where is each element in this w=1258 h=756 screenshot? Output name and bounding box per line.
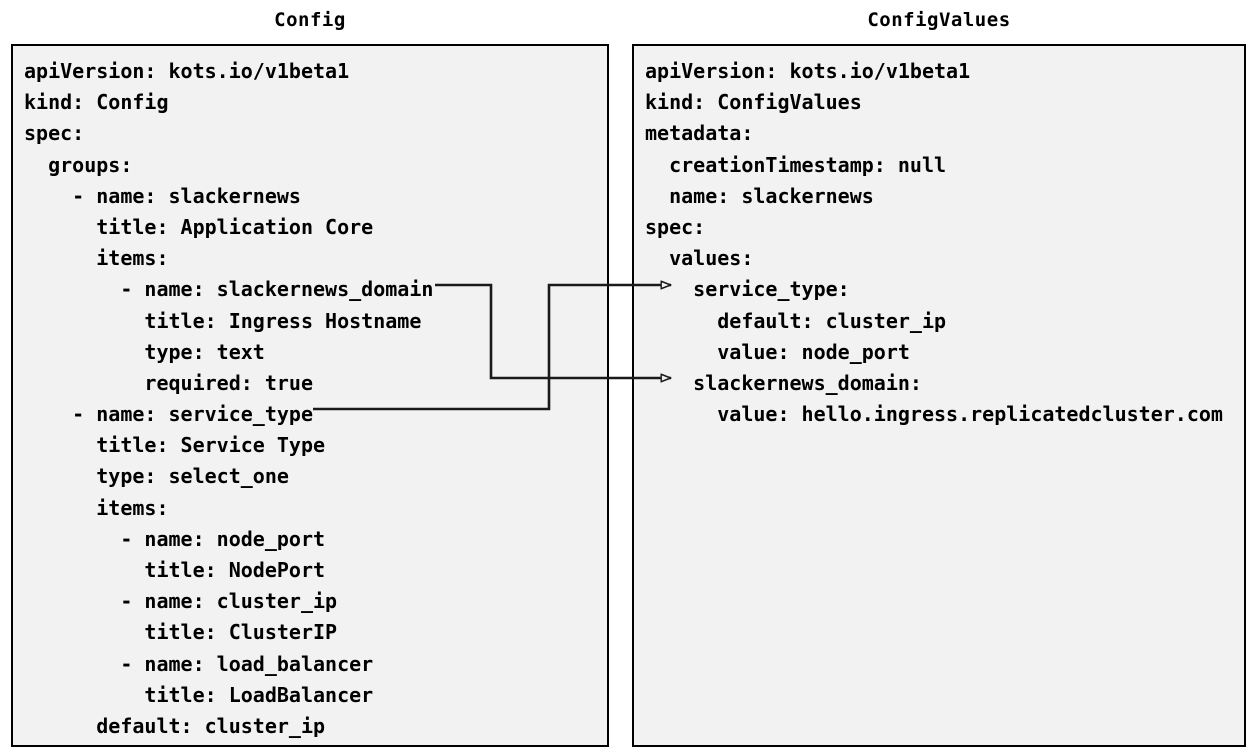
config-line-11: - name: service_type — [24, 402, 313, 427]
config-line-6: items: — [24, 246, 169, 271]
panel-title-config: Config — [274, 9, 346, 31]
config-yaml-panel: apiVersion: kots.io/v1beta1 kind: Config s… — [11, 44, 609, 747]
configvalues-line-11: value: hello.ingress.replicatedcluster.c… — [645, 402, 1223, 427]
configvalues-line-3: creationTimestamp: null — [645, 152, 947, 177]
config-line-9: type: text — [24, 339, 265, 364]
config-line-20: title: LoadBalancer — [24, 682, 374, 707]
configvalues-line-10: slackernews_domain: — [645, 370, 922, 395]
config-line-16: title: NodePort — [24, 558, 326, 582]
configvalues-line-5: spec: — [645, 214, 706, 239]
config-line-7: - name: slackernews_domain — [24, 277, 434, 302]
config-line-21: default: cluster_ip — [24, 713, 326, 738]
config-yaml-body: apiVersion: kots.io/v1beta1 kind: Config s… — [24, 56, 603, 742]
config-line-5: title: Application Core — [24, 214, 374, 239]
config-line-18: title: ClusterIP — [24, 620, 338, 645]
configvalues-line-2: metadata: — [645, 121, 754, 146]
panel-title-configvalues: ConfigValues — [867, 9, 1011, 31]
config-line-10: required: true — [24, 370, 313, 395]
config-line-0: apiVersion: kots.io/v1beta1 — [24, 59, 350, 83]
config-line-17: - name: cluster_ip — [24, 589, 338, 614]
config-line-4: - name: slackernews — [24, 183, 301, 208]
config-line-8: title: Ingress Hostname — [24, 308, 422, 333]
config-line-12: title: Service Type — [24, 433, 326, 458]
configvalues-line-1: kind: ConfigValues — [645, 90, 862, 115]
config-line-15: - name: node_port — [24, 526, 326, 551]
configvalues-line-0: apiVersion: kots.io/v1beta1 — [645, 59, 971, 83]
config-line-13: type: select_one — [24, 464, 289, 489]
configvalues-line-4: name: slackernews — [645, 183, 874, 208]
configvalues-line-8: default: cluster_ip — [645, 308, 947, 333]
configvalues-yaml-panel: apiVersion: kots.io/v1beta1 kind: ConfigV… — [632, 44, 1246, 747]
configvalues-line-7: service_type: — [645, 277, 850, 302]
config-line-2: spec: — [24, 121, 85, 146]
config-line-19: - name: load_balancer — [24, 651, 374, 676]
config-line-1: kind: Config — [24, 90, 169, 115]
configvalues-yaml-body: apiVersion: kots.io/v1beta1 kind: ConfigV… — [645, 56, 1240, 430]
configvalues-line-9: value: node_port — [645, 339, 910, 364]
config-line-3: groups: — [24, 152, 133, 177]
configvalues-line-6: values: — [645, 246, 754, 271]
config-line-14: items: — [24, 495, 169, 520]
